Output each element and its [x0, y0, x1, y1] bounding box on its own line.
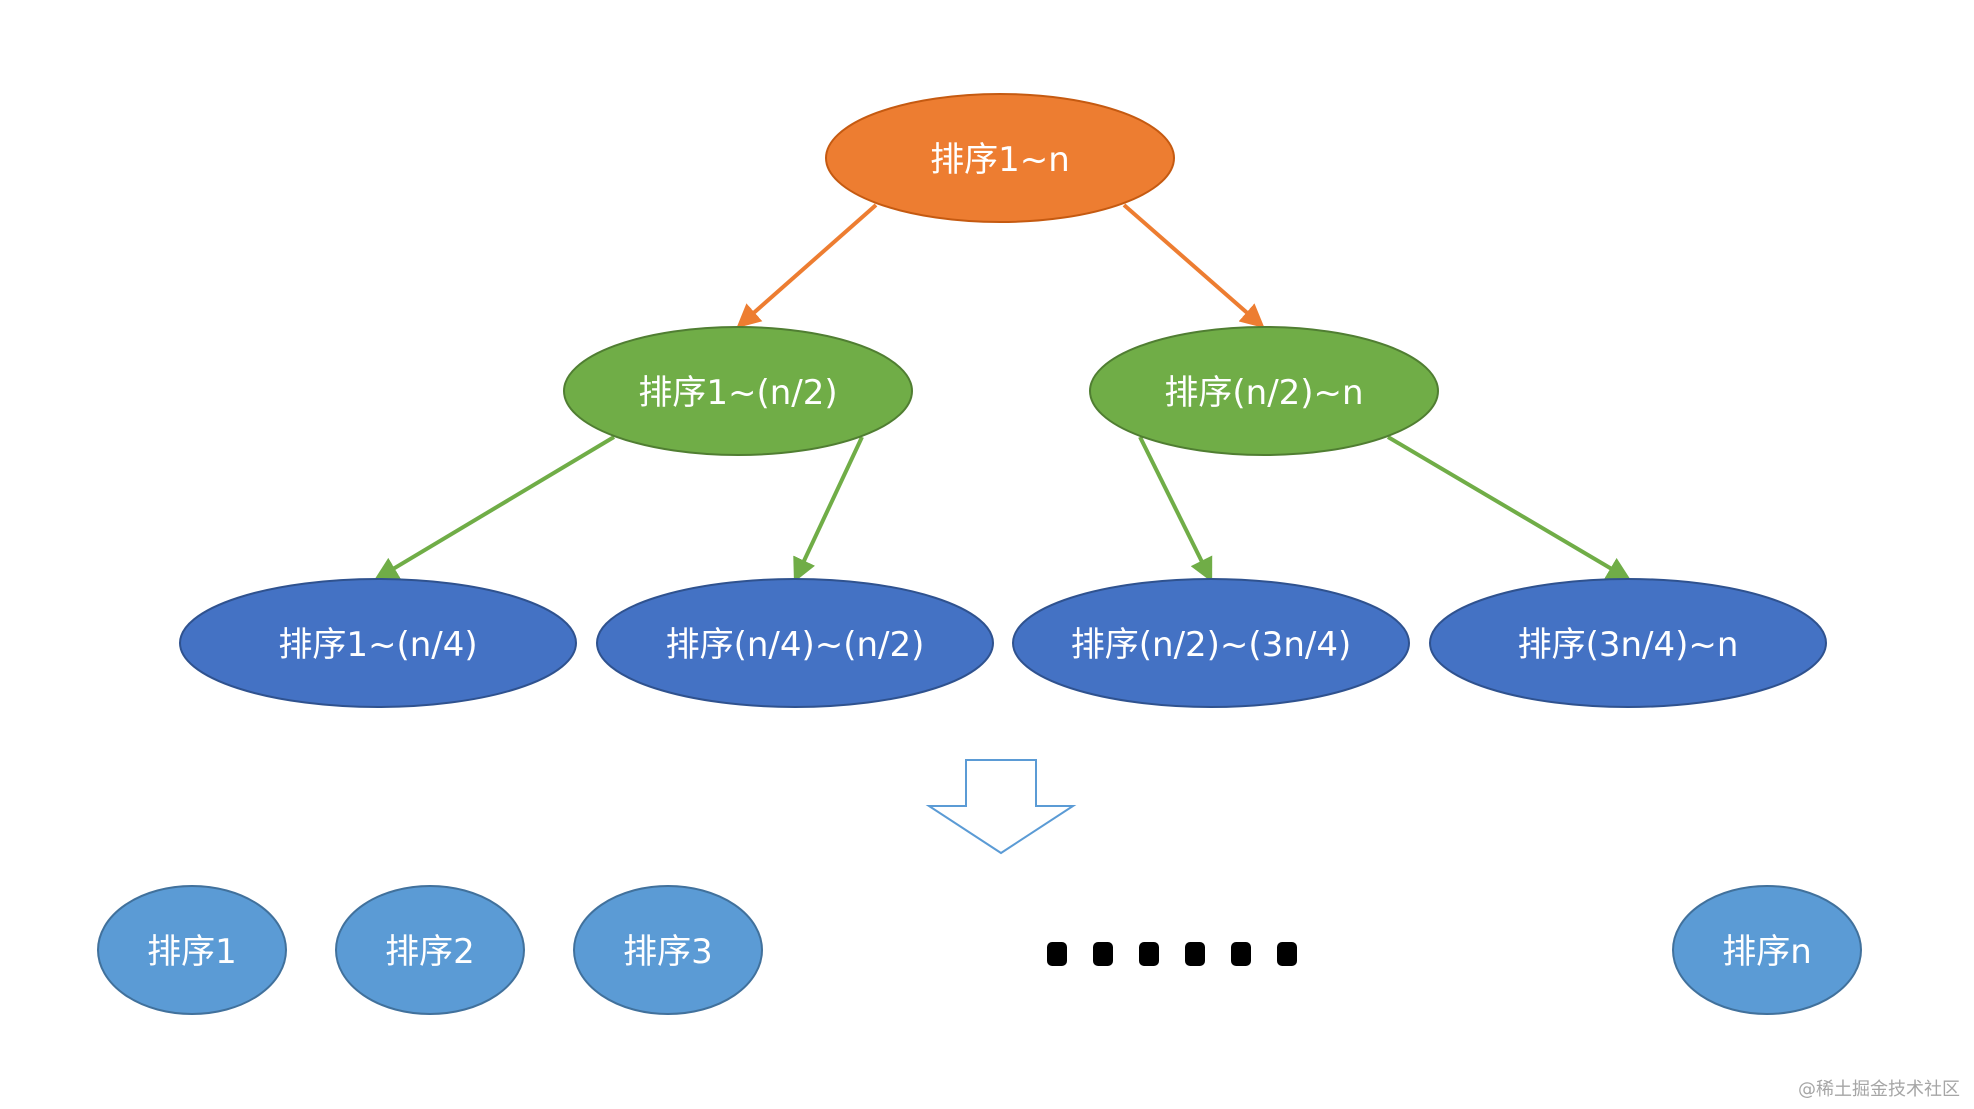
node-level2-q1-label: 排序1~(n/4)	[278, 625, 477, 665]
leaf-1: 排序1	[97, 885, 287, 1015]
node-level2-q1: 排序1~(n/4)	[179, 578, 577, 708]
leaf-3-shape	[573, 885, 763, 1015]
node-level1-right: 排序(n/2)~n	[1089, 326, 1439, 456]
ellipsis-dot	[1139, 942, 1159, 966]
down-arrow-icon	[925, 759, 1077, 855]
ellipsis-dot	[1185, 942, 1205, 966]
leaf-3: 排序3	[573, 885, 763, 1015]
node-level2-q3: 排序(n/2)~(3n/4)	[1012, 578, 1410, 708]
node-root-label: 排序1~n	[930, 140, 1070, 180]
edge-root-to-right	[1122, 203, 1265, 329]
leaf-n: 排序n	[1672, 885, 1862, 1015]
ellipsis-dot	[1047, 942, 1067, 966]
node-level1-left: 排序1~(n/2)	[563, 326, 913, 456]
node-level2-q4-label: 排序(3n/4)~n	[1518, 625, 1739, 665]
leaf-3-label: 排序3	[623, 932, 713, 972]
node-level1-left-shape	[563, 326, 913, 456]
edge-left-to-q1	[373, 435, 616, 581]
ellipsis-dot	[1093, 942, 1113, 966]
leaf-n-shape	[1672, 885, 1862, 1015]
node-level2-q3-label: 排序(n/2)~(3n/4)	[1071, 625, 1351, 665]
node-level1-right-shape	[1089, 326, 1439, 456]
edge-right-to-q4	[1386, 435, 1632, 581]
node-level2-q2-shape	[596, 578, 994, 708]
ellipsis-dot	[1231, 942, 1251, 966]
node-level2-q2: 排序(n/4)~(n/2)	[596, 578, 994, 708]
node-level2-q3-shape	[1012, 578, 1410, 708]
watermark: @稀土掘金技术社区	[1798, 1079, 1960, 1100]
node-level2-q4: 排序(3n/4)~n	[1429, 578, 1827, 708]
node-level2-q4-shape	[1429, 578, 1827, 708]
node-root-shape	[825, 93, 1175, 223]
edge-right-to-q3	[1138, 436, 1213, 583]
node-level2-q1-shape	[179, 578, 577, 708]
edge-root-to-left	[736, 203, 878, 329]
leaf-2-label: 排序2	[385, 932, 475, 972]
leaf-n-label: 排序n	[1722, 932, 1812, 972]
node-root: 排序1~n	[825, 93, 1175, 223]
edge-left-to-q2	[793, 436, 864, 583]
leaf-2: 排序2	[335, 885, 525, 1015]
node-level2-q2-label: 排序(n/4)~(n/2)	[666, 625, 925, 665]
leaf-1-shape	[97, 885, 287, 1015]
ellipsis-dots	[1047, 942, 1297, 966]
ellipsis-dot	[1277, 942, 1297, 966]
node-level1-left-label: 排序1~(n/2)	[638, 373, 837, 413]
leaf-2-shape	[335, 885, 525, 1015]
node-level1-right-label: 排序(n/2)~n	[1164, 373, 1363, 413]
leaf-1-label: 排序1	[147, 932, 237, 972]
